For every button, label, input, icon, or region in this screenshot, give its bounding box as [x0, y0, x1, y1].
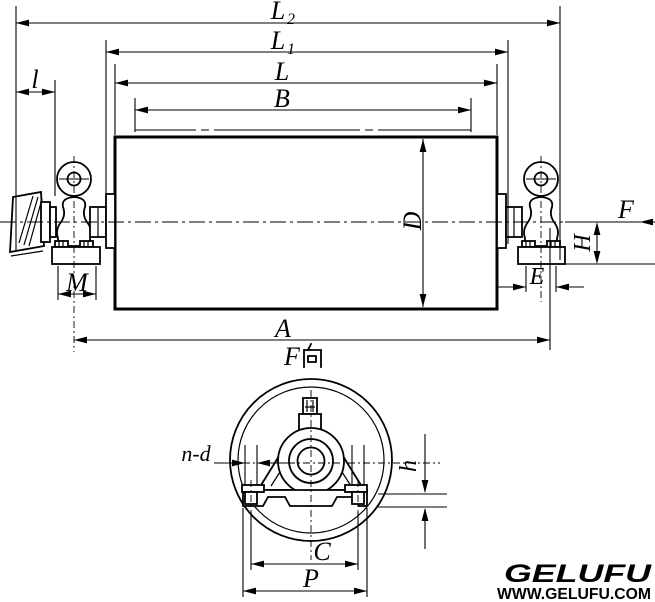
xiang-character-glyph	[303, 342, 322, 368]
dim-label-h: h	[396, 460, 422, 472]
left-bearing-base	[51, 246, 101, 265]
dim-label-L2: L	[270, 0, 285, 25]
bolt-hole-centerlines	[250, 480, 359, 512]
left-shaft-end-lip	[10, 250, 44, 257]
shaft-circle	[296, 446, 326, 476]
dimension-lines	[16, 22, 598, 341]
left-bolt-cap	[241, 484, 265, 493]
drum-shell	[113, 135, 499, 311]
dim-label-E: E	[529, 264, 545, 290]
dim-label-n-d: n-d	[181, 441, 211, 466]
logo-website-text: WWW.GELUFU.COM	[497, 586, 651, 602]
front-grease-nipple-detail	[305, 400, 315, 412]
dim-label-B: B	[274, 84, 290, 113]
dim-label-L1: L	[270, 26, 285, 55]
dim-label-P: P	[302, 564, 319, 593]
right-bolt-cap	[344, 484, 368, 493]
right-hub-flange	[496, 193, 507, 249]
left-shaft-end-hatch	[18, 195, 43, 247]
logo-brand-text: GELUFU	[504, 560, 652, 588]
dim-label-H: H	[570, 233, 596, 253]
dim-label-M: M	[65, 268, 89, 297]
front-dimension-lines	[214, 434, 447, 597]
pedestal-base-plate	[242, 489, 368, 507]
view-direction-label-F: F	[617, 195, 635, 224]
dim-label-L1-sub: 1	[287, 41, 295, 58]
dim-label-C: C	[313, 537, 331, 566]
dim-label-L2-sub: 2	[287, 11, 295, 28]
right-bearing-foot-slots	[525, 241, 556, 247]
dim-label-l: l	[31, 65, 38, 94]
right-bearing-base	[517, 246, 566, 265]
bolt-slot-extension-lines	[244, 445, 365, 485]
front-grease-nipple	[302, 397, 318, 415]
bearing-centerlines	[73, 156, 542, 352]
brand-logo: GELUFU WWW.GELUFU.COM	[497, 560, 652, 602]
main-view: L 2 L 1 L B l A M E D H F	[0, 0, 655, 352]
extension-lines	[15, 6, 655, 350]
f-view-title-f: F	[283, 342, 301, 371]
drum-end-inner-circle	[237, 386, 385, 534]
dim-label-D: D	[398, 211, 427, 231]
dim-label-L: L	[274, 57, 289, 86]
dim-label-A: A	[273, 314, 291, 343]
left-hub-flange	[105, 193, 116, 249]
f-direction-view: F n-d C	[181, 342, 447, 597]
left-bearing-foot-slots	[58, 241, 89, 247]
